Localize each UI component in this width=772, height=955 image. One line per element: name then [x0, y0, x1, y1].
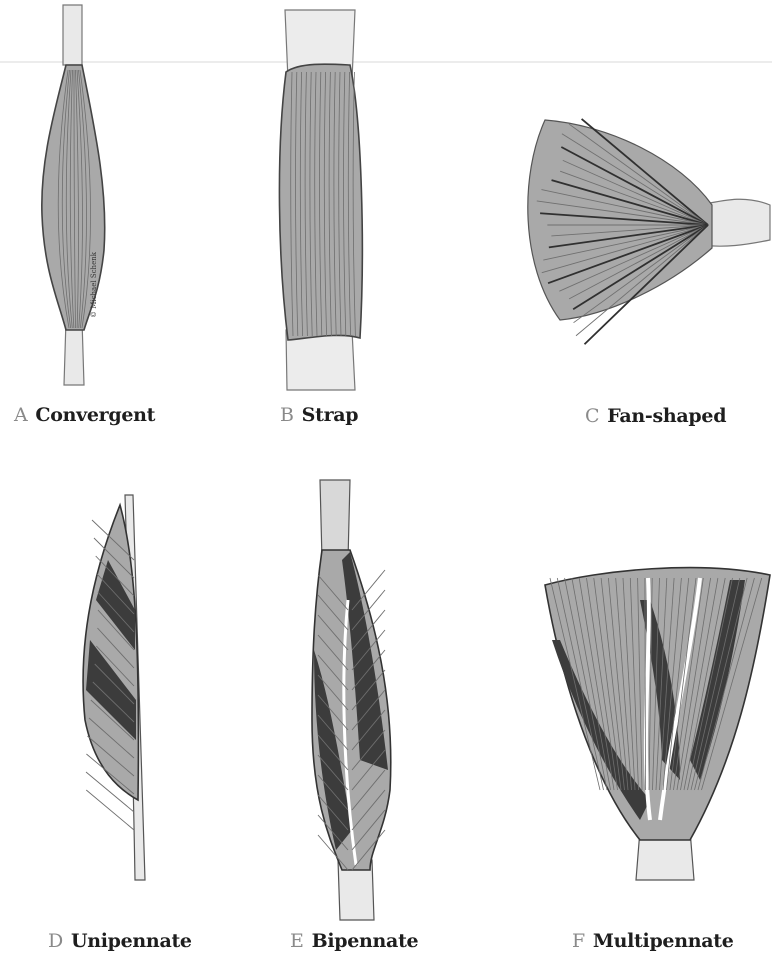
bipennate-muscle — [312, 480, 391, 920]
fan-shaped-muscle — [528, 119, 770, 344]
label-convergent: A Convergent — [14, 404, 155, 426]
label-strap: B Strap — [280, 404, 358, 426]
label-bipennate: E Bipennate — [290, 930, 418, 952]
convergent-tendon-top — [63, 5, 82, 65]
panel-letter: E — [290, 930, 304, 952]
unipennate-muscle — [83, 495, 145, 880]
multipennate-muscle — [545, 568, 770, 880]
label-multipennate: F Multipennate — [572, 930, 734, 952]
panel-label: Bipennate — [312, 930, 419, 952]
strap-muscle — [279, 10, 362, 390]
panel-letter: A — [14, 404, 27, 426]
panel-label: Convergent — [35, 404, 155, 426]
panel-letter: B — [280, 404, 294, 426]
panel-letter: F — [572, 930, 585, 952]
panel-label: Multipennate — [593, 930, 734, 952]
label-fan-shaped: C Fan-shaped — [585, 405, 726, 427]
panel-label: Fan-shaped — [607, 405, 726, 427]
muscle-fiber — [86, 790, 134, 830]
panel-label: Unipennate — [71, 930, 192, 952]
panel-letter: C — [585, 405, 599, 427]
artist-signature: © Michael Schenk — [90, 252, 98, 318]
panel-letter: D — [48, 930, 63, 952]
label-unipennate: D Unipennate — [48, 930, 192, 952]
panel-label: Strap — [302, 404, 359, 426]
bipennate-tendon-top — [320, 480, 350, 560]
